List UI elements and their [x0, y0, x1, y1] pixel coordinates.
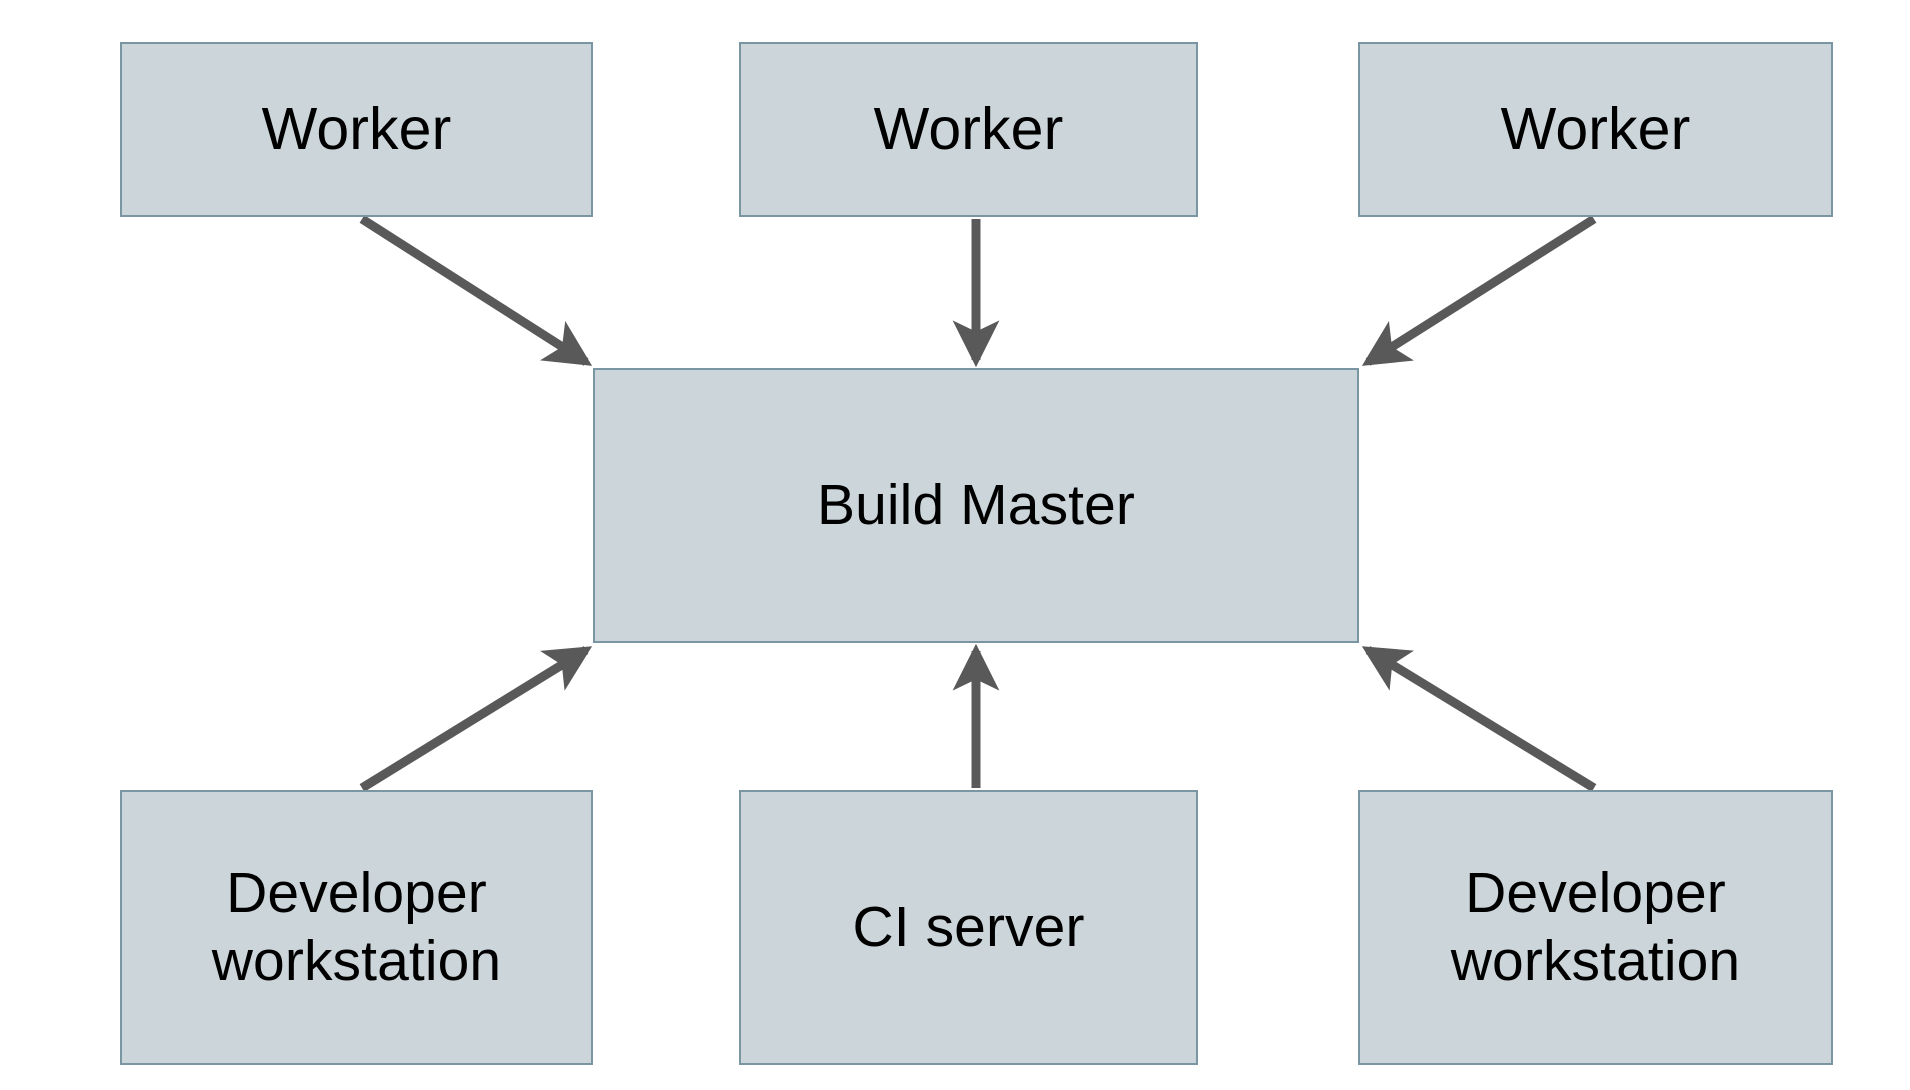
edge-dev-left-to-build-master	[359, 646, 593, 792]
edge-dev-right-to-build-master	[1361, 646, 1597, 792]
node-label: CI server	[852, 894, 1085, 959]
node-build-master[interactable]: Build Master	[593, 368, 1359, 643]
node-label: Developer workstation	[1450, 861, 1741, 993]
node-worker-center[interactable]: Worker	[739, 42, 1198, 217]
edge-worker-left-to-build-master	[359, 215, 593, 366]
node-developer-workstation-left[interactable]: Developer workstation	[120, 790, 593, 1065]
node-label: Build Master	[817, 472, 1135, 537]
node-ci-server[interactable]: CI server	[739, 790, 1198, 1065]
node-label: Developer workstation	[211, 861, 502, 993]
node-developer-workstation-right[interactable]: Developer workstation	[1358, 790, 1833, 1065]
node-worker-right[interactable]: Worker	[1358, 42, 1833, 217]
edge-worker-right-to-build-master	[1361, 215, 1597, 366]
node-label: Worker	[873, 95, 1064, 162]
node-label: Worker	[1500, 95, 1691, 162]
node-label: Worker	[261, 95, 452, 162]
node-worker-left[interactable]: Worker	[120, 42, 593, 217]
